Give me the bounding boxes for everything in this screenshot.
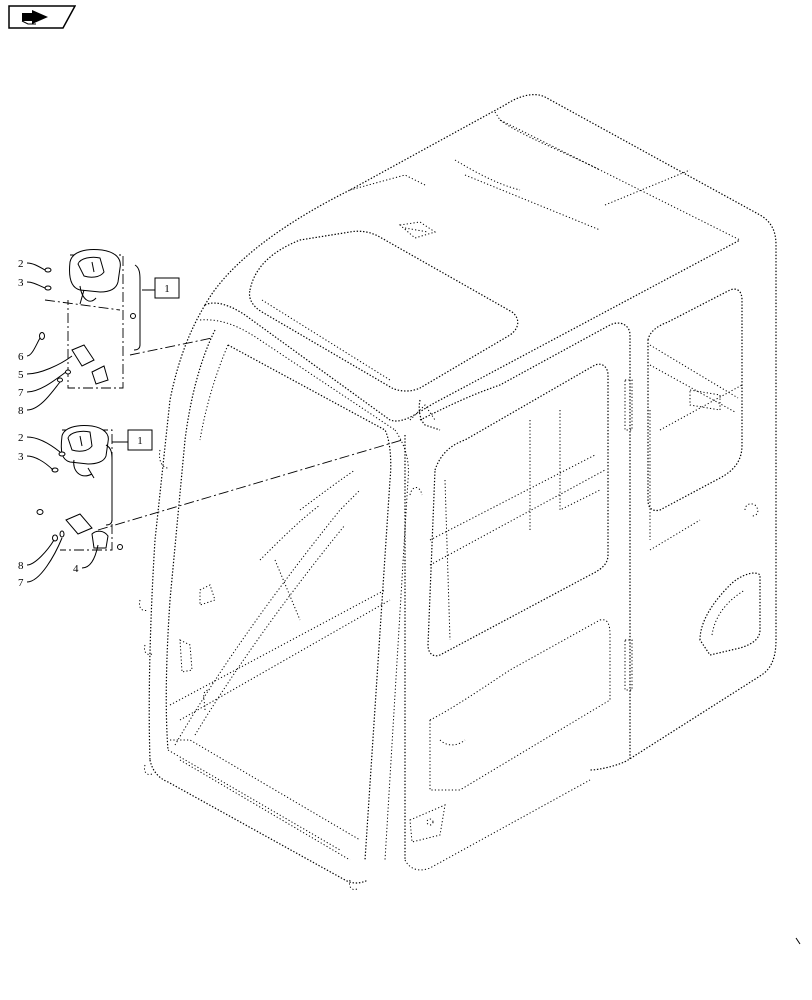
callout-label: 5 <box>18 369 24 381</box>
work-light-assembly-lower <box>36 425 123 551</box>
callouts: 2 3 6 5 7 8 2 3 8 7 4 <box>18 258 99 589</box>
callout-label: 8 <box>18 405 24 417</box>
callout-label: 7 <box>18 577 24 589</box>
callout-label: 6 <box>18 351 24 363</box>
next-page-arrow-icon <box>8 5 77 29</box>
callout-label: 2 <box>18 432 24 444</box>
callout-label: 8 <box>18 560 24 572</box>
assembly-ref-label: 1 <box>164 283 170 295</box>
assembly-ref-label: 1 <box>137 435 143 447</box>
callout-label: 3 <box>18 277 24 289</box>
next-page-button[interactable] <box>8 5 77 29</box>
callout-label: 2 <box>18 258 24 270</box>
assembly-ref-lower: 1 <box>105 429 153 526</box>
callout-label: 7 <box>18 387 24 399</box>
corner-mark <box>795 937 801 945</box>
mount-line-lower <box>97 439 403 531</box>
mount-line-upper <box>129 337 213 356</box>
assembly-ref-upper: 1 <box>133 264 180 351</box>
callout-label: 3 <box>18 451 24 463</box>
work-light-assembly-upper <box>39 249 136 389</box>
cab-body <box>139 94 777 890</box>
callout-label: 4 <box>73 563 79 575</box>
